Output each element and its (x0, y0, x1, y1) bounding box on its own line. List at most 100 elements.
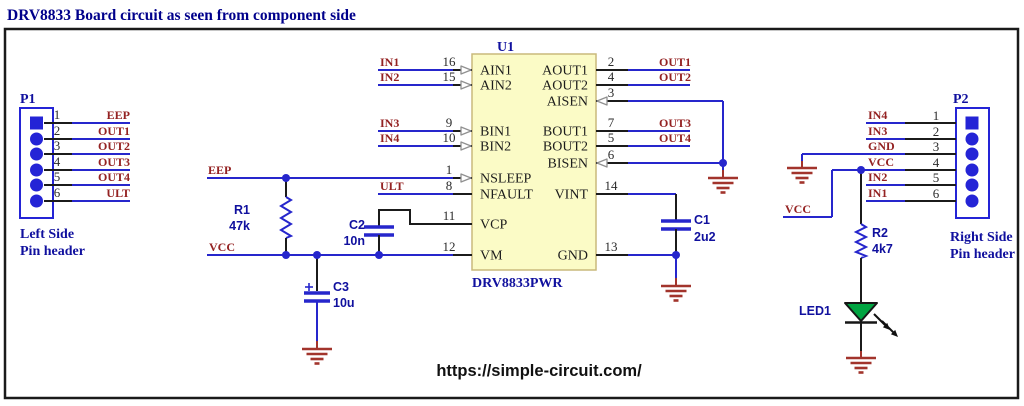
pin-name: NSLEEP (480, 172, 532, 187)
p2-pin6-circle (965, 194, 979, 208)
pin-name: BOUT1 (543, 125, 588, 140)
junction-dot (672, 251, 680, 259)
p2-pin5-circle (965, 178, 979, 192)
pin-input-arrow-icon (460, 126, 472, 136)
net-label: ULT (380, 179, 404, 193)
p1-pin3-circle (30, 147, 43, 161)
pin-number: 6 (608, 147, 615, 162)
u1-chip-body (471, 53, 597, 271)
p2-pin2-circle (965, 132, 979, 146)
net-label: IN2 (868, 170, 887, 184)
pin-name: AOUT2 (542, 79, 588, 94)
capacitor-c3: C3 10u (304, 255, 355, 349)
led-light-arrow-icon (890, 329, 898, 337)
pin-number: 6 (933, 186, 940, 201)
pin-number: 5 (608, 130, 615, 145)
pin-name: BOUT2 (543, 140, 588, 155)
pin-number: 5 (54, 169, 61, 184)
p2-header: P2 VCC 1 2 3 4 5 6 IN4 (783, 92, 1015, 262)
pin-number: 8 (446, 178, 453, 193)
ground-icon (302, 347, 332, 365)
junction-dot (282, 174, 290, 182)
pin-number: 16 (443, 54, 457, 69)
c1-ref-label: C1 (694, 213, 710, 227)
pin-number: 9 (446, 115, 453, 130)
pin-number: 2 (54, 123, 61, 138)
pin-number: 2 (608, 54, 615, 69)
net-label: IN3 (868, 124, 887, 138)
net-label: IN3 (380, 116, 399, 130)
pin-input-arrow-icon (596, 158, 608, 168)
pin-input-arrow-icon (460, 141, 472, 151)
pin-number: 5 (933, 170, 940, 185)
u1-chip: U1 DRV8833PWR 16 15 9 10 1 8 (430, 40, 628, 291)
r1-ref-label: R1 (234, 203, 250, 217)
left-nets: IN1 IN2 IN3 IN4 EEP ULT VCC (207, 55, 453, 256)
resistor-r1: R1 47k (229, 178, 294, 255)
pin-input-arrow-icon (460, 80, 472, 90)
schematic-border (3, 27, 1020, 400)
pin-name: AIN1 (480, 64, 512, 79)
junction-dot (719, 159, 727, 167)
pin-number: 7 (608, 115, 615, 130)
net-label: OUT3 (98, 155, 130, 169)
pin-number: 3 (54, 138, 61, 153)
net-label: IN2 (380, 70, 399, 84)
net-label: GND (868, 139, 895, 153)
r1-value-label: 47k (229, 219, 250, 233)
junction-dot (313, 251, 321, 259)
c2-value-label: 10n (343, 234, 365, 248)
pin-number: 14 (605, 178, 619, 193)
led1-ref-label: LED1 (799, 304, 831, 318)
p2-pin3-circle (965, 147, 979, 161)
pin-number: 4 (608, 69, 615, 84)
p1-pin6-circle (30, 194, 43, 208)
pin-number: 11 (443, 208, 456, 223)
r2-value-label: 4k7 (872, 242, 893, 256)
net-label: VCC (209, 240, 235, 254)
watermark-url: https://simple-circuit.com/ (436, 362, 642, 380)
junction-dot (857, 166, 865, 174)
net-label: IN4 (380, 131, 399, 145)
net-label: VCC (868, 155, 894, 169)
led-triangle-icon (844, 302, 878, 322)
net-label: IN1 (380, 55, 399, 69)
pin-name: AIN2 (480, 79, 512, 94)
c3-value-label: 10u (333, 296, 355, 310)
pin-number: 1 (446, 162, 453, 177)
c1-value-label: 2u2 (694, 230, 716, 244)
net-label: VCC (785, 202, 811, 216)
led-light-arrow-icon (881, 320, 895, 334)
pin-input-arrow-icon (460, 65, 472, 75)
net-label: OUT1 (659, 55, 691, 69)
pin-name: VINT (555, 188, 589, 203)
pin-number: 4 (933, 155, 940, 170)
pin-name: NFAULT (480, 188, 533, 203)
u1-part-label: DRV8833PWR (472, 276, 563, 291)
pin-name: VM (480, 249, 503, 264)
net-label: OUT1 (98, 124, 130, 138)
p2-caption-line2: Pin header (950, 247, 1015, 262)
net-label: ULT (106, 186, 130, 200)
net-label: EEP (107, 108, 130, 122)
ground-icon (661, 284, 691, 302)
resistor-r2: R2 4k7 (853, 170, 893, 303)
p1-pin1-square (30, 116, 43, 130)
pin-input-arrow-icon (460, 173, 472, 183)
page-title: DRV8833 Board circuit as seen from compo… (7, 7, 356, 24)
net-label: IN4 (868, 108, 887, 122)
ground-icon (846, 356, 876, 374)
net-label: OUT4 (98, 170, 130, 184)
p1-pin4-circle (30, 163, 43, 177)
junction-dot (375, 251, 383, 259)
c2-ref-label: C2 (349, 218, 365, 232)
pin-number: 13 (605, 239, 618, 254)
net-label: OUT3 (659, 116, 691, 130)
resistor-zigzag (853, 223, 869, 259)
p2-ref-label: P2 (953, 92, 969, 107)
net-label: EEP (208, 163, 231, 177)
pin-name: BISEN (548, 157, 588, 172)
right-nets: OUT1 OUT2 OUT3 OUT4 (628, 55, 724, 286)
p1-pin2-circle (30, 132, 43, 146)
